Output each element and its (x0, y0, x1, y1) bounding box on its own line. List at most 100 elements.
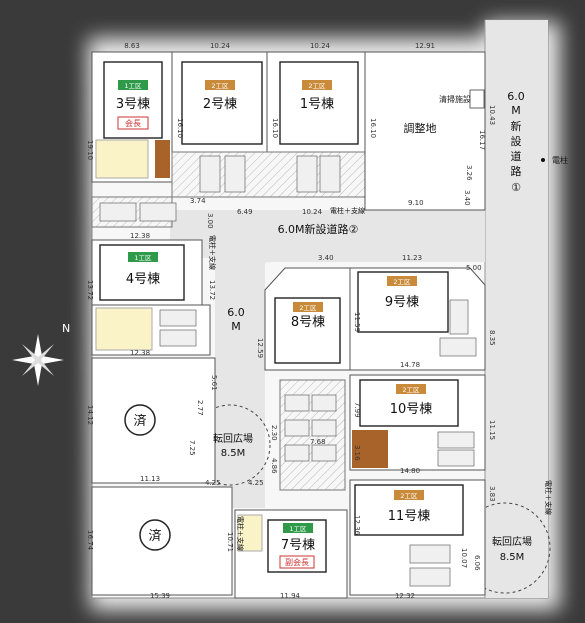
svg-text:11.13: 11.13 (140, 475, 160, 483)
lot-8-name: 8号棟 (291, 315, 325, 330)
sold-mark-1: 済 (133, 413, 146, 429)
road-2 (170, 210, 485, 270)
svg-text:16.10: 16.10 (176, 118, 184, 138)
svg-text:3.40: 3.40 (463, 190, 471, 206)
svg-text:14.78: 14.78 (400, 361, 420, 369)
lot-1-building (279, 61, 359, 145)
svg-text:M: M (511, 104, 521, 117)
svg-text:8.35: 8.35 (488, 330, 496, 346)
lot-4-district: 1工区 (134, 254, 152, 262)
lot-7-district: 1工区 (289, 525, 307, 533)
lot-4-name: 4号棟 (126, 272, 160, 287)
svg-text:4.25: 4.25 (248, 479, 264, 487)
svg-text:9.10: 9.10 (408, 199, 424, 207)
svg-text:6.0: 6.0 (507, 90, 525, 103)
svg-text:①: ① (511, 181, 521, 194)
svg-text:路: 路 (511, 165, 522, 178)
lot-2-name: 2号棟 (203, 97, 237, 112)
svg-text:10.24: 10.24 (210, 42, 231, 50)
lot-10-name: 10号棟 (390, 402, 433, 417)
svg-text:19.10: 19.10 (86, 140, 94, 160)
svg-text:10.71: 10.71 (226, 532, 234, 552)
lot-11-district: 2工区 (400, 492, 418, 500)
lot-1-district: 2工区 (308, 82, 326, 90)
lot-3-district: 1工区 (124, 82, 142, 90)
lot-11-name: 11号棟 (388, 509, 431, 524)
svg-text:12.32: 12.32 (395, 592, 415, 600)
lot-9-district: 2工区 (393, 278, 411, 286)
svg-text:13.72: 13.72 (86, 280, 94, 300)
road-side-label-m: M (231, 320, 241, 333)
svg-text:16.17: 16.17 (478, 130, 486, 150)
lot-7-name: 7号棟 (281, 538, 315, 553)
svg-text:2.30: 2.30 (270, 425, 278, 441)
svg-text:16.10: 16.10 (369, 118, 377, 138)
road-center (215, 258, 265, 508)
svg-text:15.39: 15.39 (150, 592, 170, 600)
lot-9-name: 9号棟 (385, 295, 419, 310)
lot-3-badge: 会長 (125, 118, 141, 128)
svg-text:3.83: 3.83 (488, 486, 496, 502)
svg-text:道: 道 (511, 149, 522, 163)
adjustment-land (364, 51, 486, 211)
svg-text:11.23: 11.23 (402, 254, 422, 262)
svg-text:設: 設 (511, 134, 522, 148)
svg-text:7.68: 7.68 (310, 438, 326, 446)
svg-text:5.61: 5.61 (210, 375, 218, 391)
road-1 (485, 20, 548, 598)
svg-text:3.00: 3.00 (206, 213, 214, 229)
pole-label: 電柱 (552, 155, 568, 165)
svg-text:16.74: 16.74 (86, 530, 94, 551)
svg-text:12.38: 12.38 (130, 232, 150, 240)
svg-text:12.91: 12.91 (415, 42, 435, 50)
svg-text:3.16: 3.16 (353, 445, 361, 461)
lot-8-district: 2工区 (299, 304, 317, 312)
svg-text:11.59: 11.59 (353, 312, 361, 332)
svg-text:2.77: 2.77 (196, 400, 204, 416)
svg-text:10.43: 10.43 (488, 105, 496, 125)
cleaning-label: 清掃施設 (439, 94, 471, 104)
pole-support-3: 電柱＋支線 (544, 480, 553, 515)
svg-text:3.26: 3.26 (465, 165, 473, 181)
svg-text:4.86: 4.86 (270, 458, 278, 474)
svg-text:11.15: 11.15 (488, 420, 496, 440)
road-1-label: 6.0 M 新 設 道 路 ① (507, 90, 525, 194)
turnaround-2-label: 転回広場 (492, 535, 532, 548)
svg-text:10.07: 10.07 (460, 548, 468, 568)
svg-text:16.10: 16.10 (271, 118, 279, 138)
turnaround-2-size: 8.5M (500, 552, 525, 563)
lot-3-name: 3号棟 (116, 97, 150, 112)
svg-text:6.49: 6.49 (237, 208, 253, 216)
svg-text:4.25: 4.25 (205, 479, 221, 487)
adjust-label: 調整地 (404, 121, 437, 135)
road-2-label: 6.0M新設道路② (278, 222, 359, 236)
svg-text:3.40: 3.40 (318, 254, 334, 262)
lot-7-badge: 副会長 (285, 557, 309, 567)
svg-text:14.12: 14.12 (86, 405, 94, 425)
compass-north-label: N (62, 322, 70, 335)
svg-text:新: 新 (511, 119, 522, 133)
svg-text:7.99: 7.99 (353, 402, 361, 418)
lot-2-district: 2工区 (211, 82, 229, 90)
svg-text:12.59: 12.59 (256, 338, 264, 358)
road-side-label: 6.0 (227, 306, 245, 319)
pole-support-1: 電柱＋支線 (330, 206, 365, 215)
turnaround-circle-2 (459, 502, 551, 594)
sold-mark-2: 済 (148, 528, 161, 544)
svg-text:8.63: 8.63 (124, 42, 140, 50)
svg-text:14.80: 14.80 (400, 467, 420, 475)
lot-2-building (181, 61, 263, 145)
pole-support-4: 電柱＋支線 (236, 516, 245, 551)
turnaround-1-size: 8.5M (221, 448, 246, 459)
svg-text:10.24: 10.24 (310, 42, 331, 50)
svg-text:11.94: 11.94 (280, 592, 301, 600)
compass-icon (12, 334, 64, 386)
svg-text:3.74: 3.74 (190, 197, 206, 205)
svg-text:10.24: 10.24 (302, 208, 323, 216)
lot-10-district: 2工区 (402, 386, 420, 394)
svg-text:12.36: 12.36 (353, 515, 361, 536)
lot-3-district-badge (118, 80, 148, 90)
svg-text:12.38: 12.38 (130, 349, 150, 357)
